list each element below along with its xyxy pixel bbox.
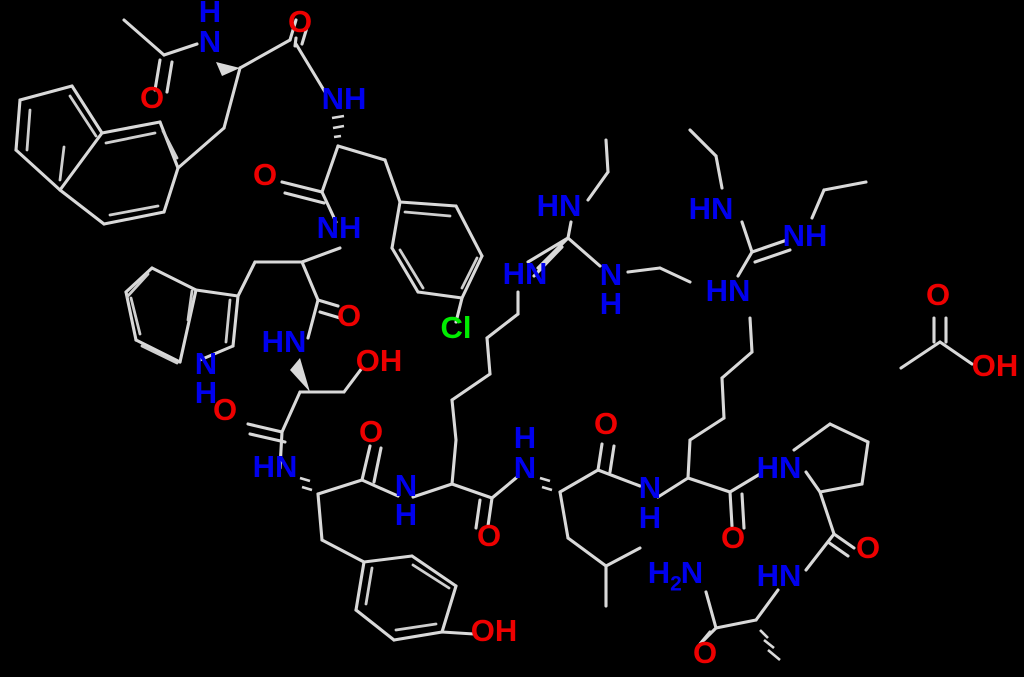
oxygen-label-tyr-carbonyl: O	[359, 414, 383, 449]
atom-label-layer: N H O O NH O NH Cl N H O HN OH O HN O OH…	[140, 0, 1018, 670]
hydrogen-label-har1-nh: H	[395, 497, 417, 532]
nitrogen-label-tyr-nh: HN	[253, 449, 298, 484]
nitrogen-label-amide-nh2: N	[681, 555, 703, 590]
nitrogen-label-ser-nh: HN	[262, 324, 307, 359]
oxygen-label-acetyl-carbonyl: O	[140, 80, 164, 115]
oxygen-label-cpa-carbonyl: O	[253, 157, 277, 192]
acetyl-group	[122, 18, 199, 94]
chlorophenyl-ring	[390, 200, 484, 324]
oxygen-label-nal-carbonyl: O	[288, 4, 312, 39]
indole-ring	[124, 266, 240, 365]
naphthalene-ring	[14, 84, 180, 226]
nitrogen-label-cpa-nh: NH	[322, 81, 367, 116]
acetic-acid-counterion	[899, 316, 974, 370]
nal-residue	[176, 18, 327, 170]
pal-residue	[236, 246, 342, 340]
oxygen-label-pro-carbonyl: O	[856, 530, 880, 565]
oxygen-label-acetic-hydroxyl: OH	[972, 348, 1019, 383]
homoarginine-2-residue	[656, 316, 762, 530]
tyrosine-phenol-ring	[354, 554, 476, 642]
nitrogen-label-guan2-left: HN	[689, 191, 734, 226]
hydrogen-label-har2-nh: H	[639, 500, 661, 535]
nitrogen-label-har2-nh: N	[639, 470, 661, 505]
oxygen-label-pal-carbonyl: O	[337, 298, 361, 333]
hydrogen-label-indole: H	[195, 375, 217, 410]
alanine-amide-residue	[698, 588, 781, 661]
hydrogen-label-amide-nh2: H	[648, 555, 670, 590]
hydrogen-label-guan1-right: H	[600, 286, 622, 321]
chlorine-label: Cl	[441, 310, 472, 345]
nitrogen-label-guan1-right: N	[600, 257, 622, 292]
hydrogen-label-acetyl-nh: H	[199, 0, 221, 29]
nitrogen-label-leu-nh: N	[514, 450, 536, 485]
leucine-residue	[539, 442, 642, 608]
hydrogen-label-leu-nh: H	[514, 420, 536, 455]
oxygen-label-leu-carbonyl: O	[594, 406, 618, 441]
proline-ring	[792, 422, 870, 572]
oxygen-label-ser-carbonyl: O	[213, 392, 237, 427]
nitrogen-label-har1-nh: N	[395, 468, 417, 503]
guanidine-group-right	[688, 128, 868, 278]
tyrosine-residue	[299, 444, 400, 564]
nitrogen-label-guan2-right: NH	[783, 218, 828, 253]
nitrogen-label-guan1-top: HN	[537, 188, 582, 223]
nitrogen-label-indole: N	[195, 346, 217, 381]
nitrogen-label-pal-nh: NH	[317, 210, 362, 245]
nitrogen-label-har1-chain-nh: HN	[503, 256, 548, 291]
nitrogen-label-pro-nh: HN	[757, 450, 802, 485]
serine-residue	[246, 358, 364, 470]
oxygen-label-tyr-oh: OH	[471, 613, 518, 648]
homoarginine-1-residue	[411, 290, 520, 530]
chlorophenylalanine-residue	[280, 114, 402, 224]
nitrogen-label-acetyl-nh: N	[199, 24, 221, 59]
nitrogen-label-ala-nh: HN	[757, 558, 802, 593]
oxygen-label-har2-carbonyl: O	[721, 520, 745, 555]
guanidine-group-left	[526, 138, 692, 284]
oxygen-label-ser-oh: OH	[356, 343, 403, 378]
subscript-label-amide-nh2: 2	[670, 573, 682, 596]
oxygen-label-ala-carbonyl: O	[693, 635, 717, 670]
oxygen-label-acetic-carbonyl: O	[926, 277, 950, 312]
oxygen-label-har1-carbonyl: O	[477, 518, 501, 553]
nitrogen-label-har2-chain-nh: HN	[706, 273, 751, 308]
